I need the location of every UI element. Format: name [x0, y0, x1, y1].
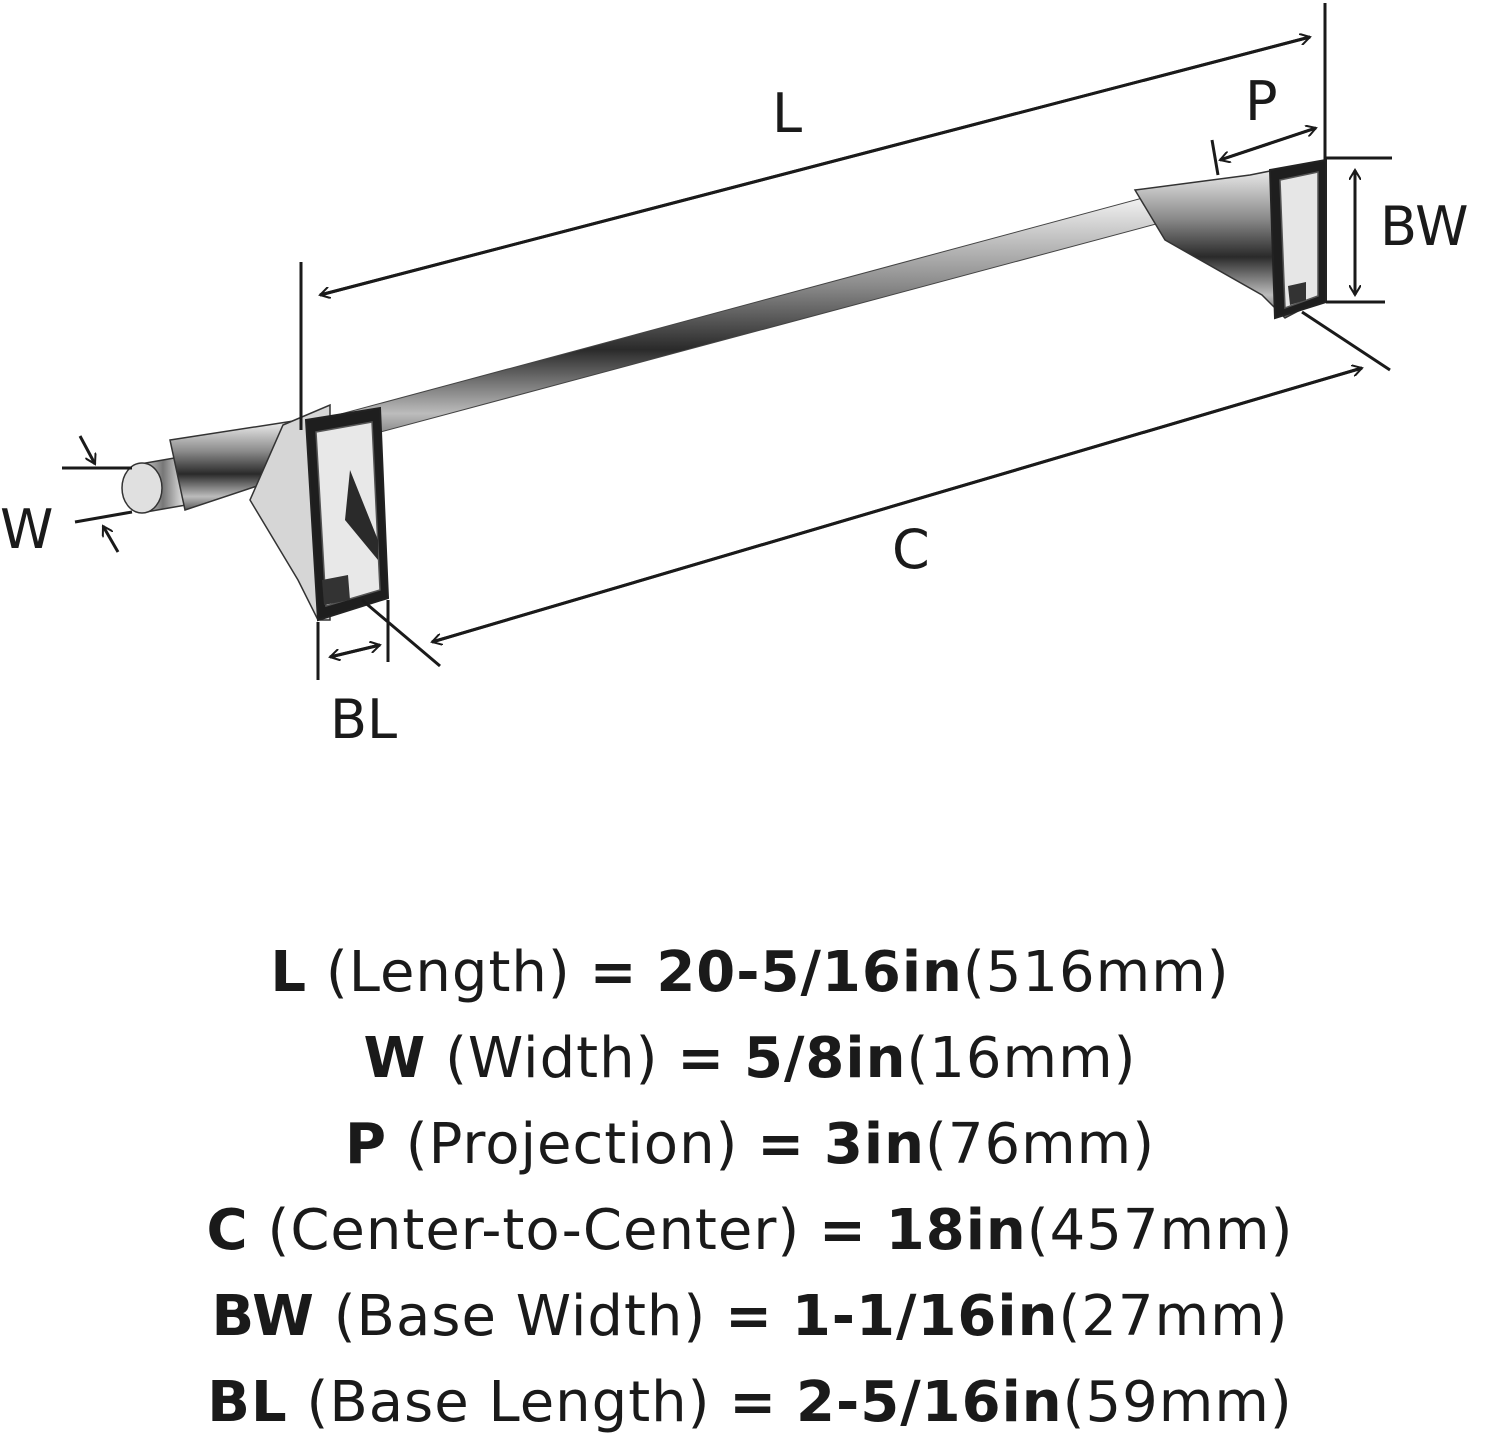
spec-row: W (Width) = 5/8in(16mm)	[0, 1016, 1500, 1102]
spec-metric-value: (76mm)	[924, 1112, 1156, 1177]
spec-name: (Length)	[325, 940, 571, 1005]
spec-code: L	[270, 940, 308, 1005]
spec-equals: =	[729, 1370, 778, 1435]
label-c: C	[892, 518, 930, 581]
right-bracket	[1133, 158, 1327, 320]
spec-code: W	[363, 1026, 427, 1091]
spec-imperial-value: 20-5/16in	[656, 940, 963, 1005]
dimension-p: P	[1210, 70, 1316, 176]
spec-imperial-value: 1-1/16in	[791, 1284, 1059, 1349]
dimension-specs-list: L (Length) = 20-5/16in(516mm)W (Width) =…	[0, 930, 1500, 1446]
label-p: P	[1245, 70, 1278, 133]
spec-row: C (Center-to-Center) = 18in(457mm)	[0, 1188, 1500, 1274]
spec-equals: =	[757, 1112, 806, 1177]
spec-metric-value: (27mm)	[1058, 1284, 1289, 1349]
spec-name: (Center-to-Center)	[267, 1198, 801, 1263]
spec-code: P	[344, 1112, 387, 1177]
spec-equals: =	[589, 940, 638, 1005]
dimension-bw: BW	[1326, 156, 1469, 304]
spec-imperial-value: 18in	[885, 1198, 1027, 1263]
spec-name: (Projection)	[405, 1112, 739, 1177]
spec-row: BW (Base Width) = 1-1/16in(27mm)	[0, 1274, 1500, 1360]
left-end-cap	[121, 419, 306, 514]
dimension-c: C	[361, 310, 1391, 668]
spec-row: BL (Base Length) = 2-5/16in(59mm)	[0, 1360, 1500, 1446]
left-bracket	[249, 403, 390, 622]
spec-row: L (Length) = 20-5/16in(516mm)	[0, 930, 1500, 1016]
spec-metric-value: (16mm)	[906, 1026, 1137, 1091]
label-w: W	[0, 498, 53, 561]
towel-bar-rod	[299, 195, 1157, 453]
dimension-bl: BL	[316, 600, 397, 751]
label-bl: BL	[330, 688, 397, 751]
spec-metric-value: (516mm)	[962, 940, 1230, 1005]
label-l: L	[772, 82, 802, 145]
spec-imperial-value: 3in	[823, 1112, 925, 1177]
spec-equals: =	[725, 1284, 773, 1349]
dimension-w: W	[0, 435, 133, 561]
spec-equals: =	[677, 1026, 726, 1091]
spec-imperial-value: 5/8in	[744, 1026, 907, 1091]
towel-bar-dimension-diagram: L P BW W C BL	[0, 3, 1469, 751]
spec-row: P (Projection) = 3in(76mm)	[0, 1102, 1500, 1188]
spec-equals: =	[819, 1198, 867, 1263]
label-bw: BW	[1380, 195, 1469, 258]
spec-code: C	[206, 1198, 249, 1263]
spec-name: (Base Width)	[333, 1284, 707, 1349]
spec-name: (Base Length)	[306, 1370, 711, 1435]
spec-imperial-value: 2-5/16in	[796, 1370, 1063, 1435]
spec-name: (Width)	[445, 1026, 659, 1091]
dimension-l: L	[299, 3, 1327, 430]
spec-metric-value: (59mm)	[1062, 1370, 1293, 1435]
spec-code: BW	[211, 1284, 315, 1349]
spec-code: BL	[207, 1370, 288, 1435]
spec-metric-value: (457mm)	[1026, 1198, 1294, 1263]
